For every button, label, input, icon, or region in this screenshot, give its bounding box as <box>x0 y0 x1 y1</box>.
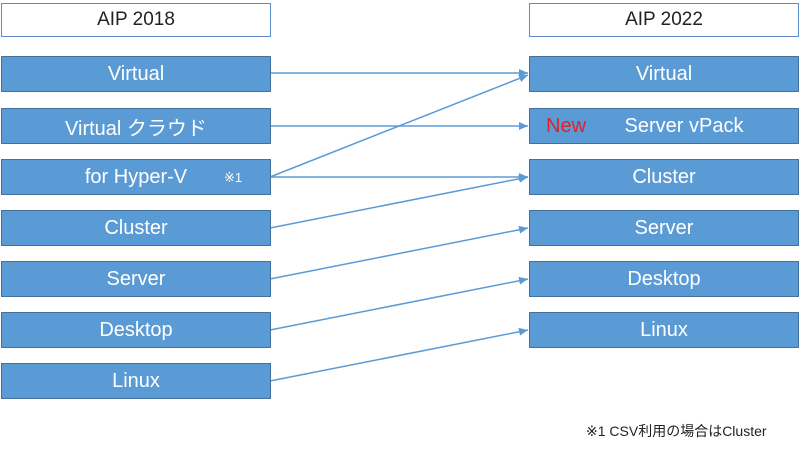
left-item-label: Virtual クラウド <box>65 117 207 140</box>
right-item-label: Virtual <box>635 62 693 85</box>
left-item-desktop: Desktop <box>1 312 271 348</box>
right-item-label: Server <box>634 216 694 239</box>
right-item-label: Desktop <box>627 267 701 290</box>
right-header: AIP 2022 <box>529 3 799 37</box>
right-item-label: Cluster <box>632 165 696 188</box>
left-item-label: Desktop <box>99 318 173 341</box>
right-item-linux: Linux <box>529 312 799 348</box>
right-item-server-vpack: New Server vPack <box>529 108 799 144</box>
left-item-label: Linux <box>112 369 160 392</box>
left-item-server: Server <box>1 261 271 297</box>
left-item-linux: Linux <box>1 363 271 399</box>
right-item-label: Server vPack <box>624 114 744 137</box>
left-item-cluster: Cluster <box>1 210 271 246</box>
left-header: AIP 2018 <box>1 3 271 37</box>
footnote-text: ※1 CSV利用の場合はCluster <box>586 423 767 439</box>
right-item-virtual: Virtual <box>529 56 799 92</box>
left-item-virtual: Virtual <box>1 56 271 92</box>
arrow-cluster-to-cluster <box>269 174 529 229</box>
new-badge: New <box>546 114 587 137</box>
arrow-linux-to-linux <box>269 327 529 382</box>
left-item-label: for Hyper-V <box>84 165 188 188</box>
left-item-virtual-cloud: Virtual クラウド <box>1 108 271 144</box>
left-item-label: Cluster <box>104 216 168 239</box>
right-item-label: Linux <box>640 318 688 341</box>
right-item-cluster: Cluster <box>529 159 799 195</box>
left-item-label: Server <box>106 267 166 290</box>
arrow-hyperv-to-virtual <box>269 74 529 178</box>
right-item-desktop: Desktop <box>529 261 799 297</box>
arrow-desktop-to-desktop <box>269 276 529 331</box>
left-item-label: Virtual <box>107 62 165 85</box>
footnote-marker: ※1 <box>224 170 243 185</box>
arrow-server-to-server <box>269 225 529 280</box>
right-item-server: Server <box>529 210 799 246</box>
left-item-hyperv: for Hyper-V ※1 <box>1 159 271 195</box>
